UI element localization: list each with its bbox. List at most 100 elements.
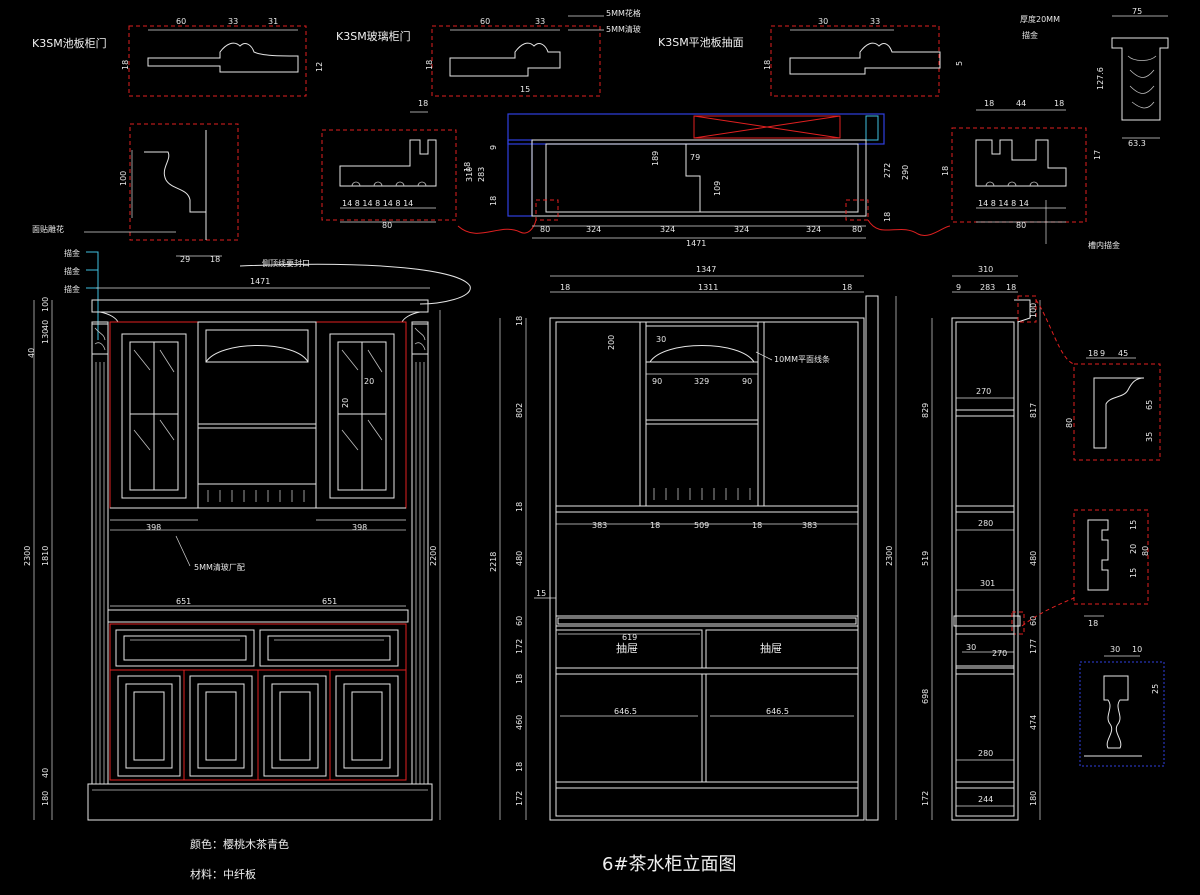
dim-60c: 60 bbox=[515, 616, 524, 626]
dim-270a: 270 bbox=[976, 387, 991, 396]
dim-817: 817 bbox=[1029, 403, 1038, 418]
dim-829: 829 bbox=[921, 403, 930, 418]
dim-18k: 18 bbox=[560, 283, 570, 292]
dim-1347: 1347 bbox=[696, 265, 716, 274]
dim-18a: 18 bbox=[121, 60, 130, 70]
dim-15c: 15 bbox=[1129, 520, 1138, 530]
dim-509: 509 bbox=[694, 521, 709, 530]
dim-619: 619 bbox=[622, 633, 637, 642]
dim-651a: 651 bbox=[176, 597, 191, 606]
dim-60b: 60 bbox=[480, 17, 490, 26]
dim-15b: 15 bbox=[536, 589, 546, 598]
dim-18m: 18 bbox=[515, 316, 524, 326]
detail-k3sm-glass-door: K3SM玻璃柜门 60 33 15 18 5MM花格 5MM清玻 bbox=[336, 8, 641, 97]
dim-14x6b: 14 8 14 8 14 bbox=[978, 199, 1029, 208]
dim-2300a: 2300 bbox=[23, 546, 32, 566]
dim-33b: 33 bbox=[535, 17, 545, 26]
dim-80a: 80 bbox=[382, 221, 392, 230]
label-material: 材料：中纤板 bbox=[190, 867, 256, 881]
dim-5: 5 bbox=[955, 61, 964, 66]
dim-79: 79 bbox=[690, 153, 700, 162]
note-side-top-line: 侧顶线要封口 bbox=[262, 258, 310, 268]
dim-35: 35 bbox=[1145, 432, 1154, 442]
dim-90b: 90 bbox=[742, 377, 752, 386]
dim-17: 17 bbox=[1093, 150, 1102, 160]
dim-172b: 172 bbox=[515, 791, 524, 806]
dim-324d: 324 bbox=[806, 225, 821, 234]
front-elevation: 描金 描金 描金 侧顶线要封口 1471 20 20 bbox=[23, 248, 471, 821]
detail-turned-leg: 30 10 25 bbox=[1079, 645, 1165, 767]
dim-20a: 20 bbox=[364, 377, 374, 386]
dim-18d: 18 bbox=[210, 255, 220, 264]
dim-18p: 18 bbox=[752, 521, 762, 530]
dim-80c: 80 bbox=[852, 225, 862, 234]
note-top-carving: 面贴雕花 bbox=[32, 224, 64, 234]
detail-left-plan-profile: 14 8 14 8 14 8 14 80 18 310 283 9 18 18 bbox=[321, 99, 498, 230]
dim-18q: 18 bbox=[515, 674, 524, 684]
dim-480b: 480 bbox=[1029, 551, 1038, 566]
dim-100a: 100 bbox=[119, 171, 128, 186]
dim-33a: 33 bbox=[228, 17, 238, 26]
detail-k3sm-pool-door: K3SM池板柜门 60 33 31 18 12 bbox=[32, 17, 324, 97]
dim-127: 127.6 bbox=[1096, 67, 1105, 90]
dim-383a: 383 bbox=[592, 521, 607, 530]
detail-carved-bracket: 厚度20MM 描金 75 63.3 127.6 bbox=[1020, 7, 1169, 148]
detail-k3sm-flat-drawer: K3SM平池板抽面 30 33 18 5 bbox=[658, 17, 964, 97]
dim-324c: 324 bbox=[734, 225, 749, 234]
dim-12: 12 bbox=[315, 62, 324, 72]
dim-177a: 177 bbox=[1029, 639, 1038, 654]
note-slot-gold: 槽内描金 bbox=[1088, 240, 1120, 250]
dim-18f: 18 bbox=[489, 196, 498, 206]
dim-283b: 283 bbox=[980, 283, 995, 292]
dim-100c: 100 bbox=[1029, 303, 1038, 318]
dim-18j: 18 bbox=[941, 166, 950, 176]
dim-244: 244 bbox=[978, 795, 993, 804]
label-k3sm-pool-door: K3SM池板柜门 bbox=[32, 36, 107, 50]
dim-280a: 280 bbox=[978, 519, 993, 528]
dim-1471b: 1471 bbox=[250, 277, 270, 286]
dim-15a: 15 bbox=[520, 85, 530, 94]
dim-172a: 172 bbox=[515, 639, 524, 654]
label-color: 颜色：樱桃木茶青色 bbox=[190, 837, 289, 851]
dim-60a: 60 bbox=[176, 17, 186, 26]
dim-15d: 15 bbox=[1129, 568, 1138, 578]
dim-80e: 80 bbox=[1065, 418, 1074, 428]
label-k3sm-glass-door: K3SM玻璃柜门 bbox=[336, 29, 411, 43]
dim-18b: 18 bbox=[425, 60, 434, 70]
detail-crown-molding: 100 29 18 面贴雕花 bbox=[32, 123, 239, 264]
dim-283a: 283 bbox=[477, 167, 486, 182]
drawing-title: 6#茶水柜立面图 bbox=[602, 854, 737, 875]
dim-2218: 2218 bbox=[489, 552, 498, 572]
dim-18r: 18 bbox=[515, 762, 524, 772]
dim-18h: 18 bbox=[984, 99, 994, 108]
dim-329: 329 bbox=[694, 377, 709, 386]
dim-646b: 646.5 bbox=[766, 707, 789, 716]
dim-75: 75 bbox=[1132, 7, 1142, 16]
dim-480a: 480 bbox=[515, 551, 524, 566]
dim-180a: 180 bbox=[41, 791, 50, 806]
dim-60d: 60 bbox=[1029, 616, 1038, 626]
dim-20b: 20 bbox=[341, 398, 350, 408]
dim-272: 272 bbox=[883, 163, 892, 178]
dim-14x6: 14 8 14 8 14 8 14 bbox=[342, 199, 413, 208]
note-edge-gold: 描金 bbox=[1022, 30, 1038, 40]
dim-25: 25 bbox=[1151, 684, 1160, 694]
dim-18t: 18 bbox=[1088, 349, 1098, 358]
dim-9b: 9 bbox=[956, 283, 961, 292]
dim-519: 519 bbox=[921, 551, 930, 566]
dim-130: 130 bbox=[41, 329, 50, 344]
dim-460: 460 bbox=[515, 715, 524, 730]
dim-383b: 383 bbox=[802, 521, 817, 530]
note-5mm-glass: 5MM清玻 bbox=[606, 24, 641, 34]
dim-65: 65 bbox=[1145, 400, 1154, 410]
note-thickness-20: 厚度20MM bbox=[1020, 14, 1060, 24]
dim-18s: 18 bbox=[1006, 283, 1016, 292]
dim-18-side: 18 bbox=[463, 162, 472, 172]
dim-9c: 9 bbox=[1100, 349, 1105, 358]
dim-646a: 646.5 bbox=[614, 707, 637, 716]
dim-80f: 80 bbox=[1141, 546, 1150, 556]
dim-30a: 30 bbox=[818, 17, 828, 26]
side-section: 310 9 283 18 270 280 301 30 270 280 244 … bbox=[921, 265, 1075, 821]
dim-44: 44 bbox=[1016, 99, 1026, 108]
dim-172c: 172 bbox=[921, 791, 930, 806]
